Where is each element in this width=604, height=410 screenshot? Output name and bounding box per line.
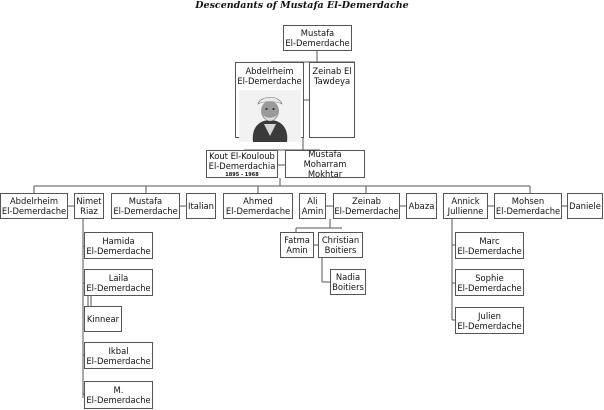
person-name: Daniele (569, 201, 601, 211)
person-name: Christian Boitiers (321, 235, 360, 255)
person-name: Mustafa Moharram Mokhtar (303, 149, 347, 179)
person-ali-amin[interactable]: Ali Amin (299, 193, 326, 219)
person-hamida[interactable]: Hamida El-Demerdache (84, 232, 153, 259)
person-dates: 1895 - 1968 (225, 171, 259, 178)
person-zeinab-el-tawdeya[interactable]: Zeinab El Tawdeya (309, 62, 355, 138)
chart-title: Descendants of Mustafa El-Demerdache (195, 0, 409, 11)
person-name: Marc El-Demerdache (457, 235, 522, 256)
person-name: Nimet Riaz (76, 196, 102, 216)
person-kinnear[interactable]: Kinnear (84, 306, 122, 332)
person-mustafa-moharram[interactable]: Mustafa Moharram Mokhtar (285, 149, 365, 179)
person-italian[interactable]: Italian (186, 193, 216, 219)
person-name: Hamida El-Demerdache (86, 235, 151, 256)
person-name: Ahmed El-Demerdache (225, 196, 291, 216)
person-nadia-boitiers[interactable]: Nadia Boitiers (330, 269, 366, 295)
person-name: Julien El-Demerdache (457, 310, 522, 331)
person-fatma-amin[interactable]: Fatma Amin (280, 232, 314, 258)
person-mohsen[interactable]: Mohsen El-Demerdache (494, 193, 562, 219)
person-name: Abdelrheim El-Demerdache (1, 196, 67, 216)
person-daniele[interactable]: Daniele (567, 193, 603, 219)
person-name: Kinnear (86, 314, 120, 324)
person-name: Abaza (408, 201, 435, 211)
person-name: Laila El-Demerdache (86, 272, 151, 293)
portrait-photo (238, 90, 301, 142)
person-nimet-riaz[interactable]: Nimet Riaz (74, 193, 104, 219)
person-christian-boitiers[interactable]: Christian Boitiers (318, 232, 363, 258)
person-name: Sophie El-Demerdache (457, 272, 522, 293)
person-abdelrheim-gen4[interactable]: Abdelrheim El-Demerdache (0, 193, 68, 219)
person-mustafa-root[interactable]: Mustafa El-Demerdache (283, 25, 352, 51)
person-name: Abdelrheim El-Demerdache (237, 66, 302, 86)
person-name: Ikbal El-Demerdache (86, 345, 151, 366)
person-julien[interactable]: Julien El-Demerdache (455, 307, 524, 334)
person-annick-jullienne[interactable]: Annick Jullienne (443, 193, 488, 219)
person-name: Annick Jullienne (447, 196, 484, 216)
person-ikbal[interactable]: Ikbal El-Demerdache (84, 342, 153, 369)
person-name: Nadia Boitiers (332, 272, 364, 292)
person-name: Kout El-Kouloub El-Demerdachia (208, 150, 276, 171)
person-name: M. El-Demerdache (86, 385, 151, 405)
person-abaza[interactable]: Abaza (406, 193, 437, 219)
person-m[interactable]: M. El-Demerdache (84, 381, 153, 409)
person-name: Ali Amin (301, 196, 324, 216)
person-name: Mustafa El-Demerdache (113, 196, 178, 216)
person-name: Mohsen El-Demerdache (495, 196, 561, 216)
person-name: Zeinab El Tawdeya (312, 66, 352, 86)
person-name: Mustafa El-Demerdache (285, 28, 350, 48)
person-laila[interactable]: Laila El-Demerdache (84, 269, 153, 296)
person-abdelrheim-gen2[interactable]: Abdelrheim El-Demerdache (235, 62, 304, 142)
person-ahmed[interactable]: Ahmed El-Demerdache (223, 193, 293, 219)
person-name: Zeinab El-Demerdache (334, 196, 399, 216)
person-sophie[interactable]: Sophie El-Demerdache (455, 269, 524, 296)
person-kout-el-kouloub[interactable]: Kout El-Kouloub El-Demerdachia 1895 - 19… (206, 150, 278, 178)
person-marc[interactable]: Marc El-Demerdache (455, 232, 524, 259)
person-name: Fatma Amin (284, 235, 310, 255)
person-mustafa-gen4[interactable]: Mustafa El-Demerdache (111, 193, 180, 219)
person-name: Italian (188, 201, 214, 211)
person-zeinab-gen4[interactable]: Zeinab El-Demerdache (333, 193, 400, 219)
